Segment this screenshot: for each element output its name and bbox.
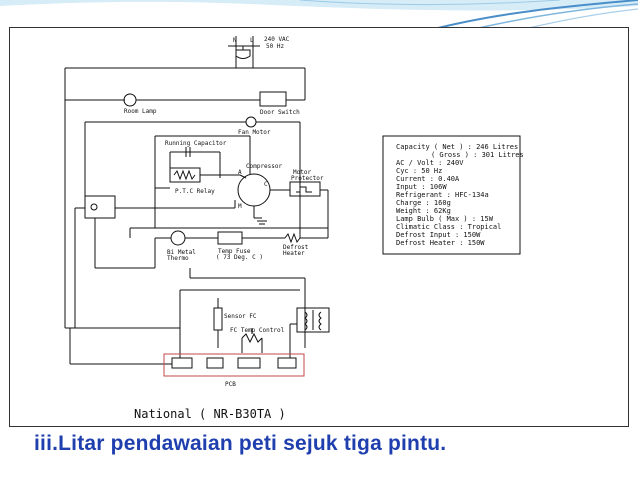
spec-line: ( Gross ) : 301 Litres	[431, 151, 524, 159]
wiring-diagram: N L 240 VAC 50 Hz Room Lamp Door Switch …	[64, 36, 524, 421]
diagram-frame: N L 240 VAC 50 Hz Room Lamp Door Switch …	[9, 27, 629, 427]
terminal-m-label: M	[238, 203, 242, 210]
compressor-label: Compressor	[246, 163, 283, 170]
spec-line: Refrigerant : HFC-134a	[396, 191, 489, 199]
sensor-fc-label: Sensor FC	[224, 313, 257, 320]
fan-motor-label: Fan Motor	[238, 129, 271, 136]
spec-line: Capacity ( Net ) : 246 Litres	[396, 143, 518, 151]
defrost-heater-label-2: Heater	[283, 250, 305, 257]
spec-box: Capacity ( Net ) : 246 Litres ( Gross ) …	[396, 143, 524, 247]
temp-fuse-label-2: ( 73 Deg. C )	[216, 254, 263, 261]
spec-line: Lamp Bulb ( Max ) : 15W	[396, 215, 494, 223]
ptc-relay-label: P.T.C Relay	[175, 188, 215, 195]
terminal-c-label: C	[264, 181, 268, 188]
door-switch-label: Door Switch	[260, 109, 300, 116]
bimetal-label-2: Thermo	[167, 255, 189, 262]
fc-temp-control-label: FC Temp Control	[230, 327, 285, 334]
decorative-wave	[0, 0, 638, 30]
supply-voltage-label: 240 VAC	[264, 36, 290, 43]
spec-line: AC / Volt : 240V	[396, 159, 464, 167]
spec-line: Weight : 62Kg	[396, 207, 451, 215]
running-capacitor-label: Running Capacitor	[165, 140, 227, 147]
spec-line: Charge : 160g	[396, 199, 451, 207]
pcb-label: PCB	[225, 381, 236, 388]
bimetal-label-1: Bi Metal	[167, 249, 196, 256]
spec-line: Cyc : 50 Hz	[396, 167, 442, 175]
defrost-heater-label-1: Defrost	[283, 244, 309, 251]
spec-line: Input : 106W	[396, 183, 447, 191]
pcb-outline	[163, 353, 305, 377]
terminal-a-label: A	[238, 169, 242, 176]
slide-caption: iii.Litar pendawaian peti sejuk tiga pin…	[34, 432, 447, 455]
supply-l-label: L	[250, 37, 254, 44]
motor-protector-label-1: Motor	[293, 169, 311, 176]
spec-line: Defrost Input : 150W	[396, 231, 481, 239]
supply-n-label: N	[233, 37, 237, 44]
spec-line: Defrost Heater : 150W	[396, 239, 485, 247]
spec-line: Current : 0.40A	[396, 175, 460, 183]
supply-frequency-label: 50 Hz	[266, 43, 284, 50]
model-label: National ( NR-B30TA )	[134, 407, 286, 421]
spec-line: Climatic Class : Tropical	[396, 223, 501, 231]
temp-fuse-label-1: Temp Fuse	[218, 248, 251, 255]
motor-protector-label-2: Protector	[291, 175, 324, 182]
room-lamp-label: Room Lamp	[124, 108, 157, 115]
